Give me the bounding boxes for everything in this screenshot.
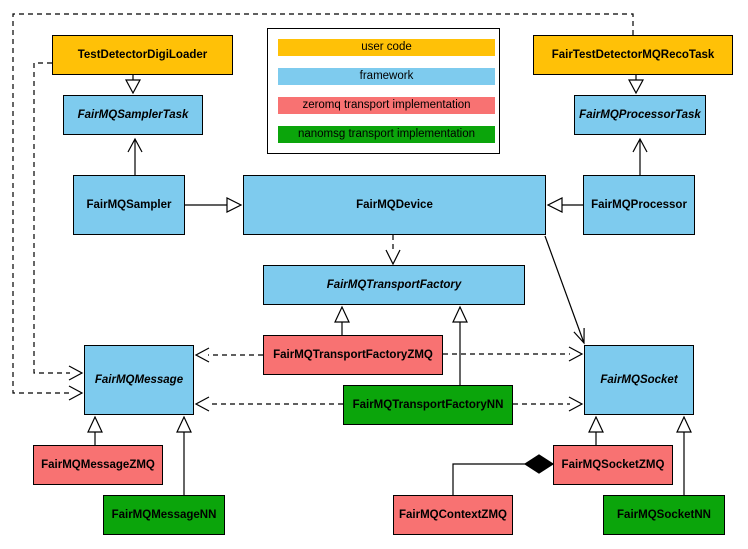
edge-inheritance-fairmqsocketzmq-fairmqsocket [588, 415, 604, 445]
edge-dependency-fairmqtransportfactoryzmq-fairmqsocket [443, 346, 584, 362]
node-fairmqtransportfactory: FairMQTransportFactory [263, 265, 525, 305]
edge-dependency-fairmqtransportfactorynn-fairmqsocket [513, 396, 584, 412]
legend-item-user-code: user code [278, 39, 495, 56]
legend-item-framework: framework [278, 68, 495, 85]
node-fairmqsamplertask: FairMQSamplerTask [63, 95, 203, 135]
edge-dependency-fairmqtransportfactoryzmq-fairmqmessage [194, 347, 263, 363]
legend: user code framework zeromq transport imp… [267, 28, 500, 154]
node-fairmqprocessortask: FairMQProcessorTask [574, 95, 706, 135]
node-fairmqmessagezmq: FairMQMessageZMQ [33, 445, 163, 485]
edge-inheritance-fairmqsocketnn-fairmqsocket [676, 415, 692, 495]
edge-dependency-testdetectordigiloader-fairmqmessage [33, 62, 84, 381]
edge-inheritance-fairtestdetectormqrecotask-fairmqprocessortask [627, 75, 645, 95]
edge-inheritance-fairmqtransportfactorynn-fairmqtransportfactory [452, 305, 468, 385]
node-fairmqsampler: FairMQSampler [73, 175, 185, 235]
node-fairmqmessagenn: FairMQMessageNN [103, 495, 225, 535]
edge-association-fairmqdevice-fairmqsocket [544, 235, 585, 345]
legend-item-zeromq: zeromq transport implementation [278, 97, 495, 114]
node-fairmqtransportfactoryzmq: FairMQTransportFactoryZMQ [263, 335, 443, 375]
edge-dependency-fairmqdevice-fairmqtransportfactory [385, 235, 401, 266]
node-testdetectordigiloader: TestDetectorDigiLoader [52, 35, 233, 75]
edge-dependency-fairmqtransportfactorynn-fairmqmessage [194, 396, 343, 412]
node-fairmqcontextzmq: FairMQContextZMQ [393, 495, 513, 535]
edge-inheritance-fairmqsampler-fairmqdevice [185, 197, 243, 213]
node-fairmqsocket: FairMQSocket [584, 345, 694, 415]
edge-composition-fairmqsocketzmq-fairmqcontextzmq [452, 454, 555, 495]
edge-inheritance-fairmqmessagenn-fairmqmessage [176, 415, 192, 495]
edge-association-fairmqprocessor-fairmqprocessortask [632, 137, 648, 175]
edge-inheritance-fairmqprocessor-fairmqdevice [546, 197, 583, 213]
node-fairmqdevice: FairMQDevice [243, 175, 546, 235]
node-fairmqsocketzmq: FairMQSocketZMQ [553, 445, 673, 485]
legend-item-nanomsg: nanomsg transport implementation [278, 126, 495, 143]
node-fairmqprocessor: FairMQProcessor [583, 175, 695, 235]
edge-inheritance-testdetectordigiloader-fairmqsamplertask [124, 75, 142, 95]
node-fairmqmessage: FairMQMessage [84, 345, 194, 415]
edge-inheritance-fairmqtransportfactoryzmq-fairmqtransportfactory [334, 305, 350, 335]
node-fairmqtransportfactorynn: FairMQTransportFactoryNN [343, 385, 513, 425]
edge-dependency-fairtestdetectormqrecotask-fairmqmessage [12, 13, 634, 401]
node-fairtestdetectormqrecotask: FairTestDetectorMQRecoTask [533, 35, 733, 75]
node-fairmqsocketnn: FairMQSocketNN [603, 495, 725, 535]
edge-association-fairmqsampler-fairmqsamplertask [127, 137, 143, 175]
edge-inheritance-fairmqmessagezmq-fairmqmessage [87, 415, 103, 445]
